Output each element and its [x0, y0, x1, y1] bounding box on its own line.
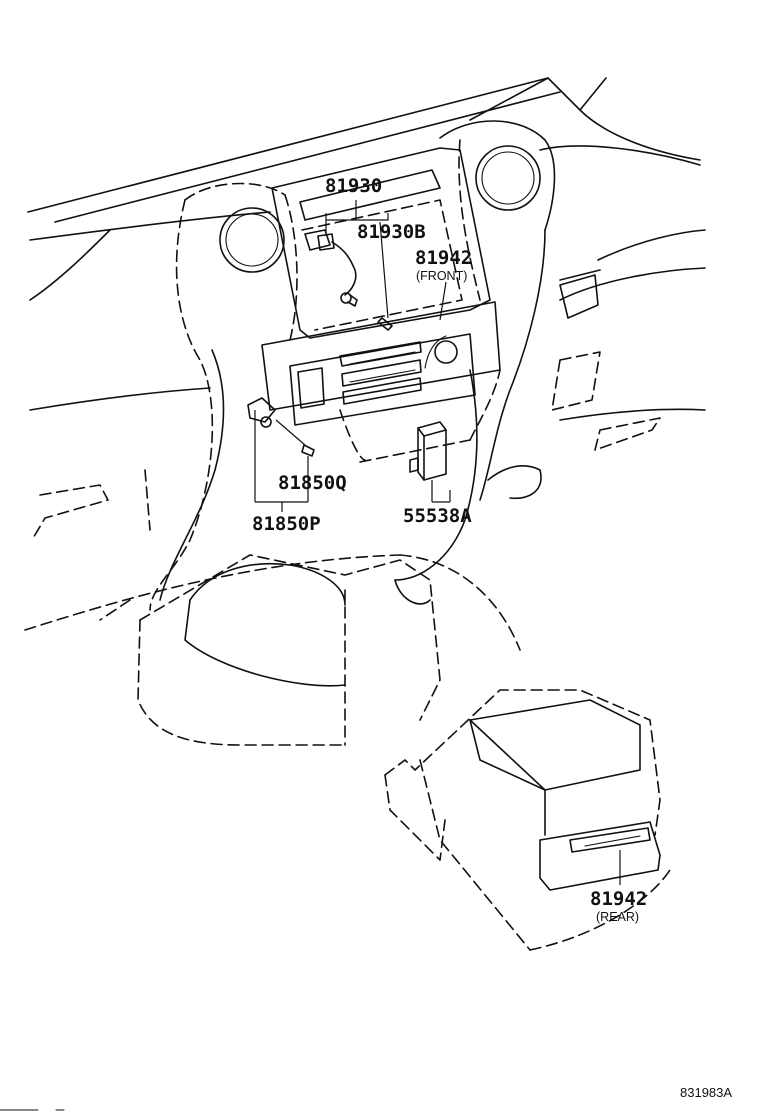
label-81930B: 81930B: [357, 221, 426, 243]
label-55538A: 55538A: [403, 505, 472, 527]
left-vent-housing: [149, 182, 298, 611]
label-front: (FRONT): [416, 269, 467, 283]
right-side-vents: [551, 269, 661, 451]
lamp-socket-81850: [247, 397, 315, 457]
label-rear: (REAR): [596, 910, 639, 924]
module-55538A: [409, 421, 447, 481]
label-81850P: 81850P: [252, 513, 321, 535]
rear-console: [384, 689, 671, 951]
label-81850Q: 81850Q: [278, 472, 347, 494]
label-81942-rear: 81942: [590, 888, 647, 910]
figure-id: 831983A: [680, 1085, 732, 1100]
label-81942-front: 81942: [415, 247, 472, 269]
switch-81930-wiring: [304, 229, 393, 331]
left-side-panel: [31, 469, 151, 541]
dashboard-top-lines: [27, 77, 706, 421]
label-81930: 81930: [325, 175, 382, 197]
heater-control-panel-front: [261, 301, 501, 463]
leader-lines: [254, 200, 621, 885]
lower-console: [24, 465, 542, 746]
